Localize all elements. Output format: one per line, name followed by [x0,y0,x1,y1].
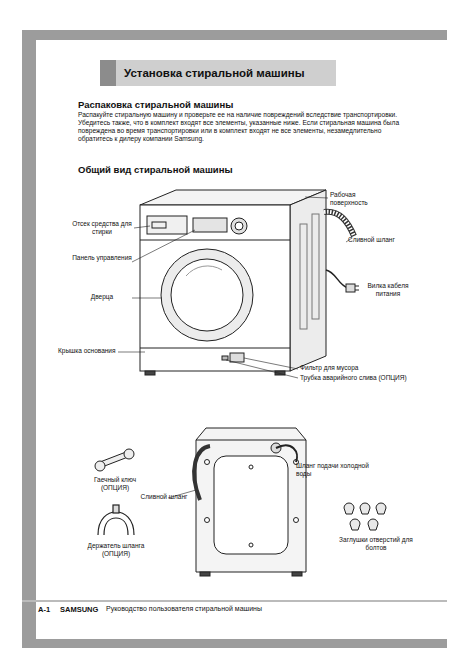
bolt-cap [344,503,354,514]
hose-holder-arc [104,518,128,535]
part-label: Рабочая поверхность [330,191,392,207]
hose-holder-arc [98,512,134,535]
program-knob [231,218,247,234]
bolt-hole-caps [344,503,386,530]
leader-line [226,360,298,378]
debris-filter [230,353,244,362]
part-label: Сливной шланг [140,493,188,501]
drawer-handle [152,222,166,228]
title-band [100,60,336,86]
bolt-hole [205,460,210,465]
program-knob-center [235,222,243,230]
frame-bar [22,639,447,648]
washer-front [140,205,290,371]
base-cover-edge [140,348,290,349]
part-label: Шланг подачи холодной воды [296,462,370,478]
hose-holder [98,505,134,535]
footer-text: Руководство пользователя стиральной маши… [106,605,366,614]
plug-prong [355,286,359,287]
part-label: Фильтр для мусора [300,364,400,372]
bolt-hole [294,518,299,523]
wrench [95,449,134,471]
leader-line [305,197,328,198]
section-heading: Общий вид стиральной машины [78,164,338,176]
washer-foot [200,572,210,576]
section-heading: Распаковка стиральной машины [78,99,408,111]
panel-edge [140,240,290,241]
leader-line [244,358,298,369]
page-title: Установка стиральной машины [124,66,334,80]
cold-water-hose [276,445,297,462]
footer-rule [22,600,447,602]
washer-front-view [140,190,359,375]
power-plug [346,284,355,292]
bolt-cap [360,503,370,514]
drain-hose-ribs [324,212,354,236]
drain-hose [324,212,354,236]
washer-back-body [196,428,306,572]
page-number: A-1 [38,605,60,614]
display-window [193,218,227,232]
wrench-head [95,461,105,471]
drain-hose [194,446,210,500]
back-top-edge [196,440,306,441]
back-panel [214,456,288,554]
frame-bar [22,30,447,40]
side-recess [300,224,307,329]
wrench-head [124,449,134,459]
detergent-drawer [147,216,187,234]
washer-foot [145,371,155,375]
part-label: Сливной шланг [348,236,410,244]
hose-holder-clip [113,505,119,513]
drain-tube [222,356,228,360]
part-label: Крышка основания [58,347,120,355]
page-frame [22,30,447,648]
bolt-cap [376,503,386,514]
bolt-cap [350,519,360,530]
bolt-hole [205,518,210,523]
leader-line [132,230,195,262]
part-label: Панель управления [72,254,132,262]
accessory-label: Заглушки отверстий для болтов [338,536,414,552]
part-label: Дверца [72,293,132,301]
panel-screw [249,465,253,469]
panel-screw [249,543,253,547]
leader-line [132,298,162,299]
accessory-label: Держатель шланга (ОПЦИЯ) [78,542,154,558]
leader-line [118,352,145,353]
title-band-fill [100,60,336,86]
frame-bar [22,30,36,648]
intro-paragraph: Распакуйте стиральную машину и проверьте… [78,111,410,143]
part-label: Трубка аварийного слива (ОПЦИЯ) [300,374,410,382]
door-glass [171,259,243,331]
leader-line [134,226,150,228]
washer-back-view [194,428,306,576]
side-recess [312,214,319,319]
washer-foot [292,572,302,576]
part-label: Вилка кабеля питания [360,282,416,298]
bolt-cap [368,519,378,530]
title-band-tab [100,60,116,86]
brand-name: SAMSUNG [60,605,110,614]
glass-highlight [186,266,222,276]
plug-prong [355,290,359,291]
accessory-label: Гаечный ключ (ОПЦИЯ) [84,476,146,492]
washer-side [290,190,326,371]
power-cable [326,270,348,288]
door-ring [161,249,253,341]
part-label: Отсек средства для стирки [70,220,134,236]
